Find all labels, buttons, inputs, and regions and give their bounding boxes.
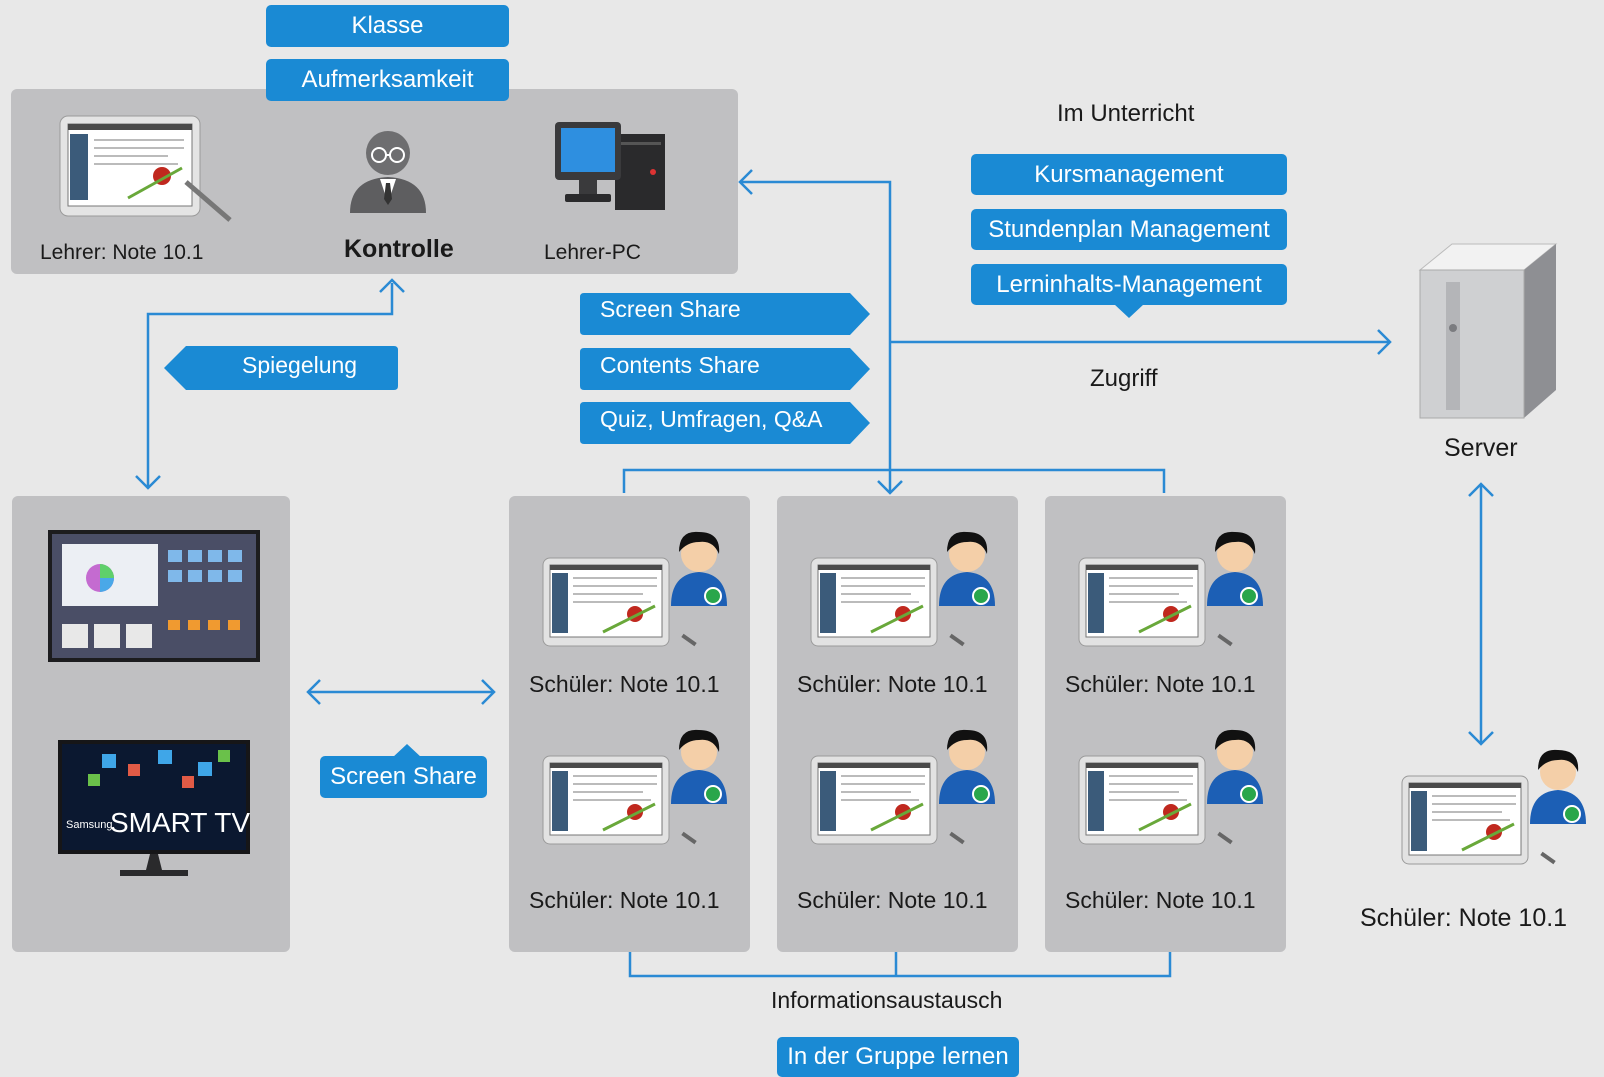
- tv-brand-text: Samsung: [66, 819, 112, 831]
- student-person-icon: [937, 726, 997, 811]
- group-learning-tag: In der Gruppe lernen: [777, 1037, 1019, 1077]
- teacher-pc-icon: [555, 122, 665, 210]
- contents-share-tag: Contents Share: [600, 352, 760, 378]
- screen-share-arrow-bg: [580, 293, 870, 335]
- student-label: Schüler: Note 10.1: [797, 887, 988, 913]
- screen-share-lower-pointer: [392, 744, 422, 758]
- control-label: Kontrolle: [344, 235, 454, 263]
- access-label: Zugriff: [1090, 365, 1158, 392]
- server-icon: [1418, 243, 1558, 419]
- student-person-icon: [1528, 746, 1588, 831]
- student-person-icon: [937, 528, 997, 613]
- student-tablet-icon: [1077, 556, 1207, 653]
- student-label: Schüler: Note 10.1: [797, 671, 988, 697]
- smart-screen-icon: [48, 530, 260, 662]
- student-label: Schüler: Note 10.1: [529, 887, 720, 913]
- screen-share-tag: Screen Share: [600, 296, 741, 322]
- student-tablet-icon: [1077, 754, 1207, 851]
- im-unterricht-title: Im Unterricht: [1057, 100, 1195, 127]
- tag-lerninhalts-management: Lerninhalts-Management: [971, 264, 1287, 305]
- screen-share-lower-tag: Screen Share: [320, 756, 487, 798]
- student-tablet-icon: [809, 754, 939, 851]
- student-label: Schüler: Note 10.1: [1065, 671, 1256, 697]
- teacher-person-icon: [350, 131, 426, 213]
- student-label: Schüler: Note 10.1: [1065, 887, 1256, 913]
- tag-kursmanagement: Kursmanagement: [971, 154, 1287, 195]
- server-label: Server: [1444, 434, 1518, 462]
- student-label: Schüler: Note 10.1: [1360, 904, 1568, 932]
- student-label: Schüler: Note 10.1: [529, 671, 720, 697]
- teacher-tablet-label: Lehrer: Note 10.1: [40, 241, 204, 264]
- contents-share-arrow-bg: [580, 348, 870, 390]
- tag-klasse: Klasse: [266, 5, 509, 47]
- tag-aufmerksamkeit: Aufmerksamkeit: [266, 59, 509, 101]
- student-person-icon: [669, 528, 729, 613]
- smart-tv-icon: Samsung SMART TV: [58, 740, 250, 876]
- teacher-tablet-icon: [59, 115, 232, 222]
- exchange-label: Informationsaustausch: [771, 987, 1003, 1013]
- student-tablet-icon: [809, 556, 939, 653]
- student-person-icon: [1205, 528, 1265, 613]
- spiegelung-arrow-bg: [164, 346, 398, 390]
- student-tablet-icon: [541, 556, 671, 653]
- spiegelung-label: Spiegelung: [242, 352, 358, 378]
- student-tablet-icon: [1400, 774, 1530, 871]
- student-person-icon: [1205, 726, 1265, 811]
- student-person-icon: [669, 726, 729, 811]
- quiz-tag: Quiz, Umfragen, Q&A: [600, 406, 823, 432]
- tv-logo-text: SMART TV: [110, 807, 250, 838]
- tag-stundenplan-management: Stundenplan Management: [971, 209, 1287, 250]
- student-tablet-icon: [541, 754, 671, 851]
- quiz-arrow-bg: [580, 402, 870, 444]
- tag-pointer: [1114, 304, 1144, 318]
- teacher-pc-label: Lehrer-PC: [544, 241, 641, 264]
